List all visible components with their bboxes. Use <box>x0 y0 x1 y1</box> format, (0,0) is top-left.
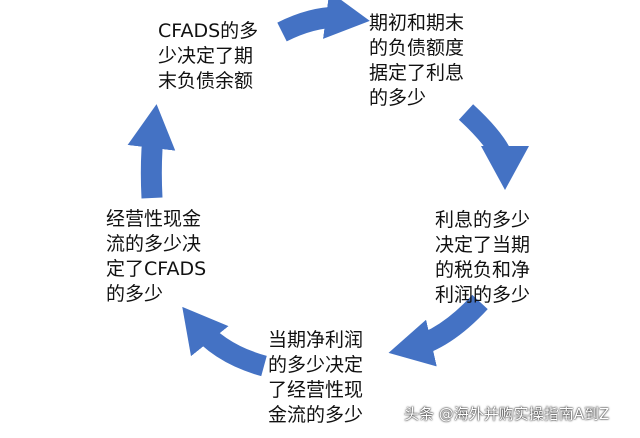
cycle-node-net-profit-determines-operating-cash: 当期净利润 的多少决定 了经营性现 金流的多少 <box>268 329 364 426</box>
cycle-arrow-3 <box>388 294 488 367</box>
watermark: 头条 @海外并购实操指南A到Z <box>404 405 610 423</box>
cycle-node-debt-determines-interest: 期初和期末 的负债额度 据定了利息 的多少 <box>369 12 465 109</box>
cycle-node-cfads-determines-ending-debt: CFADS的多 少决定了期 末负债余额 <box>158 20 259 92</box>
cycle-node-interest-determines-tax-net-profit: 利息的多少 决定了当期 的税负和净 利润的多少 <box>435 209 531 306</box>
cycle-arrow-1 <box>277 0 370 42</box>
cycle-node-operating-cash-determines-cfads: 经营性现金 流的多少决 定了CFADS 的多少 <box>106 208 207 305</box>
cycle-arrow-2 <box>458 104 529 190</box>
cycle-arrow-5 <box>127 104 176 199</box>
cycle-arrow-4 <box>182 306 267 377</box>
